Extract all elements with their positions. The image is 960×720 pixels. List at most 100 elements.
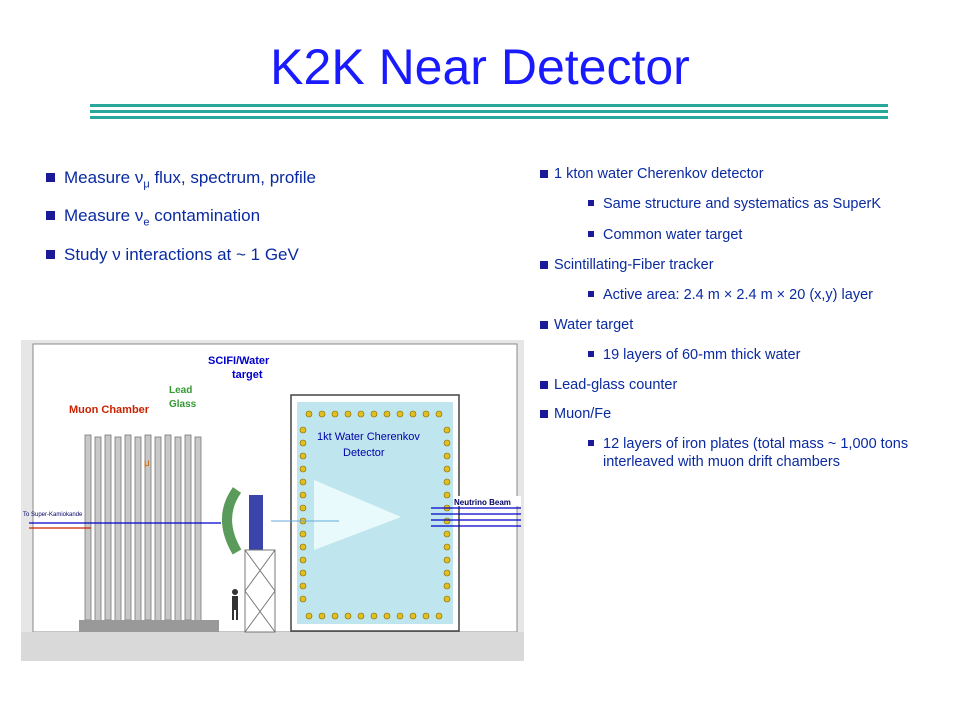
pmt xyxy=(299,439,307,447)
bullet-square-icon xyxy=(540,321,548,329)
pmt xyxy=(305,612,313,620)
pmt xyxy=(443,556,451,564)
iron-plate xyxy=(184,434,192,621)
iron-plate xyxy=(114,436,122,623)
detector-diagram: SCIFI/Water target Lead Glass Muon Chamb… xyxy=(21,340,524,661)
label-detector: Detector xyxy=(343,447,385,459)
bullet-square-icon xyxy=(588,351,594,357)
neutrino-beam-arrows xyxy=(431,507,521,527)
pmt xyxy=(299,582,307,590)
iron-plate xyxy=(134,436,142,623)
bullet-square-icon xyxy=(540,170,548,178)
bullet-square-icon xyxy=(588,200,594,206)
label-scifi: SCIFI/Water xyxy=(208,355,270,367)
pmt xyxy=(443,595,451,603)
right-bullet: 1 kton water Cherenkov detector xyxy=(540,166,955,182)
pmt xyxy=(299,543,307,551)
pmt xyxy=(299,452,307,460)
pmt xyxy=(443,569,451,577)
pmt xyxy=(299,465,307,473)
iron-plate xyxy=(104,434,112,621)
right-sub-bullet: Common water target xyxy=(540,226,955,244)
pmt xyxy=(318,612,326,620)
pmt xyxy=(443,543,451,551)
pmt xyxy=(344,410,352,418)
pmt xyxy=(435,410,443,418)
muon-chamber-plates xyxy=(79,434,219,632)
pmt xyxy=(299,504,307,512)
iron-plate xyxy=(124,434,132,621)
lead-glass-arc xyxy=(222,487,242,555)
pmt xyxy=(443,478,451,486)
right-bullet: Lead-glass counter xyxy=(540,377,955,393)
bullet-square-icon xyxy=(540,261,548,269)
iron-plate xyxy=(164,434,172,621)
right-sub-bullet: 12 layers of iron plates (total mass ~ 1… xyxy=(540,435,955,471)
pmt xyxy=(318,410,326,418)
pmt xyxy=(396,410,404,418)
support-tower xyxy=(244,549,276,633)
pmt xyxy=(299,595,307,603)
pmt xyxy=(331,612,339,620)
cherenkov-cone xyxy=(314,480,401,550)
left-bullet: Measure νe contamination xyxy=(46,206,516,229)
right-bullet: Muon/Fe xyxy=(540,406,955,422)
bullet-square-icon xyxy=(46,211,55,221)
pmt xyxy=(409,612,417,620)
right-bullet: Scintillating-Fiber tracker xyxy=(540,257,955,273)
scifi-tracker xyxy=(249,495,263,550)
pmt xyxy=(299,569,307,577)
left-bullet: Study ν interactions at ~ 1 GeV xyxy=(46,245,516,265)
pmt xyxy=(357,612,365,620)
bullet-square-icon xyxy=(46,249,55,259)
pmt xyxy=(435,612,443,620)
slide-title: K2K Near Detector xyxy=(270,39,690,95)
pmt xyxy=(305,410,313,418)
pmt xyxy=(331,410,339,418)
pmt xyxy=(299,491,307,499)
bullet-square-icon xyxy=(540,410,548,418)
pmt xyxy=(344,612,352,620)
pmt xyxy=(299,426,307,434)
iron-plate xyxy=(194,436,202,623)
pmt xyxy=(443,530,451,538)
label-water-cherenkov: 1kt Water Cherenkov xyxy=(317,431,420,443)
pmt xyxy=(409,410,417,418)
bullet-square-icon xyxy=(588,291,594,297)
pmt xyxy=(443,465,451,473)
bullet-square-icon xyxy=(588,231,594,237)
label-mu: μ xyxy=(144,458,150,469)
pmt xyxy=(443,491,451,499)
pmt xyxy=(443,582,451,590)
right-sub-bullet: Same structure and systematics as SuperK xyxy=(540,195,955,213)
label-lead: Lead xyxy=(169,385,192,396)
beam-label-bg xyxy=(453,496,521,506)
pmt xyxy=(299,478,307,486)
pmt xyxy=(383,612,391,620)
pmt xyxy=(422,612,430,620)
pmt xyxy=(370,612,378,620)
title-rule xyxy=(90,104,888,107)
label-neutrino-beam: Neutrino Beam xyxy=(454,498,511,507)
bullet-square-icon xyxy=(588,440,594,446)
person-figure xyxy=(232,589,238,620)
right-sub-bullet: Active area: 2.4 m × 2.4 m × 20 (x,y) la… xyxy=(540,286,955,304)
iron-plate xyxy=(94,436,102,623)
label-glass: Glass xyxy=(169,399,197,410)
pmt xyxy=(396,612,404,620)
pmt xyxy=(443,452,451,460)
pmt xyxy=(299,530,307,538)
floor xyxy=(21,632,524,661)
title-rule xyxy=(90,110,888,113)
bullet-square-icon xyxy=(540,381,548,389)
pmt xyxy=(299,556,307,564)
label-muon-chamber: Muon Chamber xyxy=(69,404,150,416)
muon-chamber-base xyxy=(79,620,219,632)
iron-plate xyxy=(174,436,182,623)
right-bullet: Water target xyxy=(540,317,955,333)
pmt xyxy=(443,426,451,434)
pmt-array xyxy=(299,410,451,620)
title-rule xyxy=(90,116,888,119)
